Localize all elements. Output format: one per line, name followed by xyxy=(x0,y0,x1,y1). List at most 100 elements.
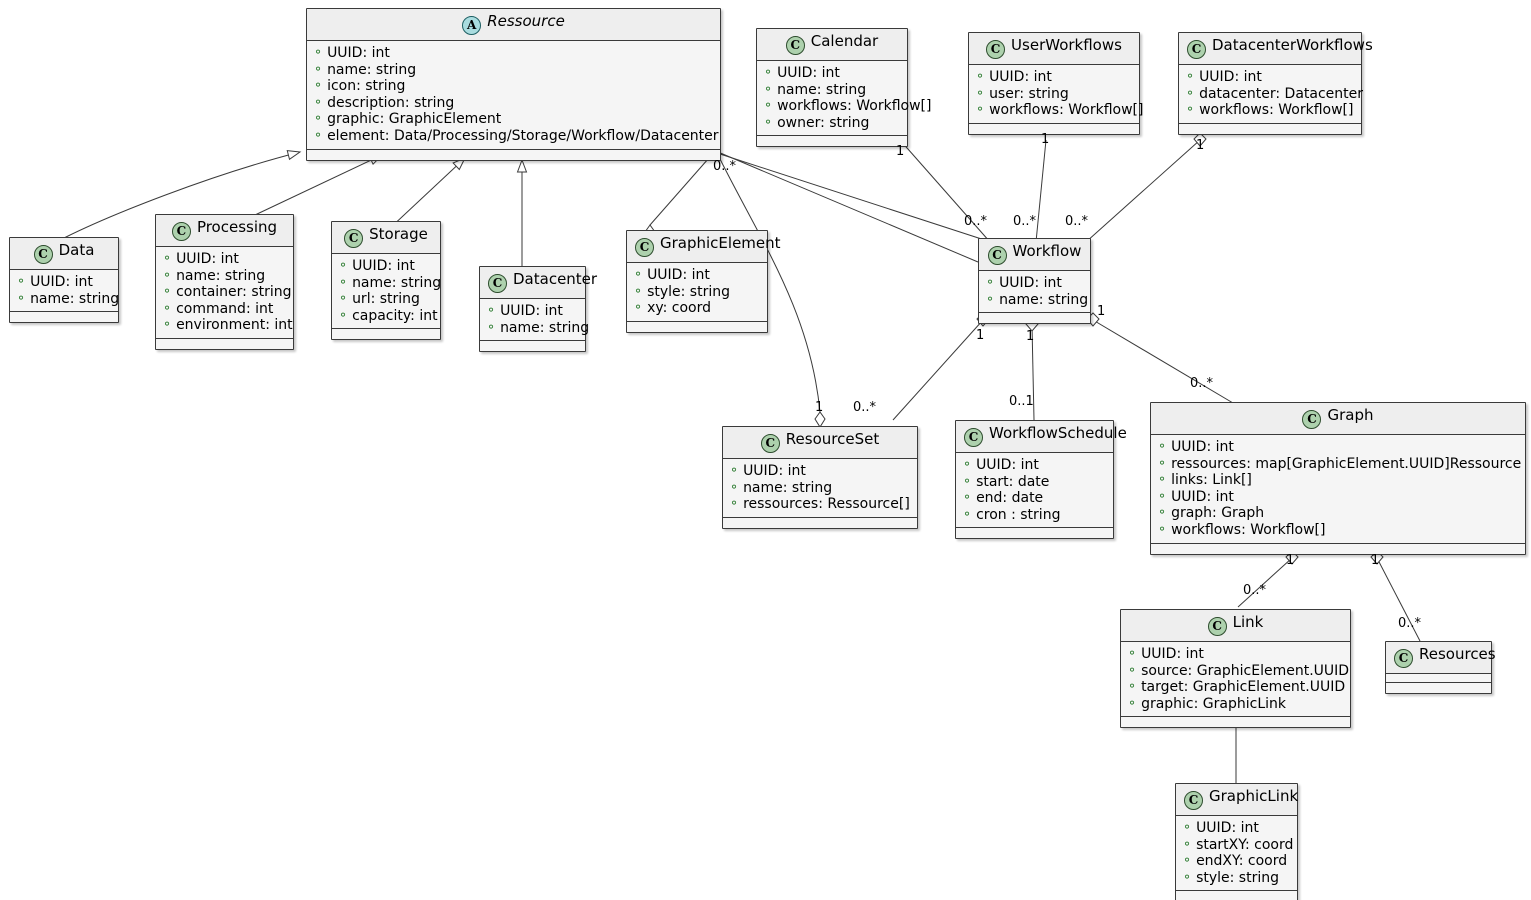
attribute-row: ⚬UUID: int xyxy=(338,258,415,274)
class-attributes-ressource: ⚬UUID: int ⚬name: string ⚬icon: string ⚬… xyxy=(307,41,720,150)
multiplicity-label: 0..* xyxy=(964,214,988,229)
class-icon: C xyxy=(635,238,654,257)
class-attributes-graphicelement: ⚬UUID: int ⚬style: string ⚬xy: coord xyxy=(627,263,767,322)
multiplicity-label: 0..* xyxy=(1243,583,1267,598)
visibility-public-icon: ⚬ xyxy=(1127,679,1138,694)
attribute-row: ⚬element: Data/Processing/Storage/Workfl… xyxy=(313,127,719,144)
class-name-workflow: Workflow xyxy=(1012,242,1082,260)
visibility-public-icon: ⚬ xyxy=(16,274,27,288)
visibility-public-icon: ⚬ xyxy=(1157,472,1168,487)
attribute-row: ⚬UUID: int xyxy=(1157,488,1234,505)
attribute-row: ⚬UUID: int xyxy=(313,45,390,61)
visibility-public-icon: ⚬ xyxy=(633,283,644,298)
attribute-row: ⚬workflows: Workflow[] xyxy=(975,102,1144,119)
attribute-row: ⚬description: string xyxy=(313,94,455,111)
visibility-public-icon: ⚬ xyxy=(763,81,774,96)
visibility-public-icon: ⚬ xyxy=(313,111,324,126)
attribute-row: ⚬UUID: int xyxy=(763,65,840,81)
class-name-datacenterworkflows: DatacenterWorkflows xyxy=(1212,36,1373,54)
class-name-data: Data xyxy=(58,241,95,259)
class-attributes-graphiclink: ⚬UUID: int ⚬startXY: coord ⚬endXY: coord… xyxy=(1176,816,1297,892)
attribute-row: ⚬links: Link[] xyxy=(1157,472,1252,489)
class-methods-storage xyxy=(332,329,440,340)
visibility-public-icon: ⚬ xyxy=(338,307,349,322)
attribute-row: ⚬name: string xyxy=(313,61,417,78)
attribute-row: ⚬style: string xyxy=(633,283,730,300)
multiplicity-label: 1 xyxy=(976,328,985,343)
attribute-row: ⚬name: string xyxy=(763,81,867,98)
abstract-class-icon: A xyxy=(462,16,482,35)
class-graphicelement[interactable]: C GraphicElement ⚬UUID: int ⚬style: strin… xyxy=(626,230,781,333)
attribute-row: ⚬workflows: Workflow[] xyxy=(1157,521,1326,538)
multiplicity-label: 0..* xyxy=(853,400,877,415)
class-methods-processing xyxy=(156,338,293,349)
visibility-public-icon: ⚬ xyxy=(1127,695,1138,710)
class-icon: C xyxy=(760,434,780,453)
visibility-public-icon: ⚬ xyxy=(1182,853,1193,868)
class-methods-graph xyxy=(1151,543,1525,554)
attribute-row: ⚬name: string xyxy=(729,479,833,496)
visibility-public-icon: ⚬ xyxy=(313,45,324,59)
visibility-public-icon: ⚬ xyxy=(16,290,27,305)
multiplicity-label: 1 xyxy=(1041,132,1050,147)
visibility-public-icon: ⚬ xyxy=(729,496,740,511)
attribute-row: ⚬name: string xyxy=(338,274,442,291)
attribute-row: ⚬end: date xyxy=(962,490,1044,507)
visibility-public-icon: ⚬ xyxy=(985,275,996,289)
attribute-row: ⚬capacity: int xyxy=(338,307,438,324)
attribute-row: ⚬style: string xyxy=(1182,869,1279,886)
visibility-public-icon: ⚬ xyxy=(763,98,774,113)
multiplicity-label: 1 xyxy=(1026,329,1035,344)
attribute-row: ⚬xy: coord xyxy=(633,300,712,317)
multiplicity-label: 0..1 xyxy=(1009,394,1034,409)
multiplicity-label: 1 xyxy=(1097,304,1106,319)
attribute-row: ⚬UUID: int xyxy=(985,275,1062,291)
attribute-row: ⚬name: string xyxy=(162,267,266,284)
attribute-row: ⚬ressources: Ressource[] xyxy=(729,496,910,513)
class-name-graphicelement: GraphicElement xyxy=(660,234,781,252)
multiplicity-label: 0..* xyxy=(713,159,737,174)
visibility-public-icon: ⚬ xyxy=(313,127,324,142)
visibility-public-icon: ⚬ xyxy=(338,291,349,306)
class-attributes-processing: ⚬UUID: int ⚬name: string ⚬container: str… xyxy=(156,247,293,339)
attribute-row: ⚬workflows: Workflow[] xyxy=(1185,102,1354,119)
multiplicity-label: 1 xyxy=(815,400,824,415)
class-icon: C xyxy=(986,40,1006,59)
visibility-public-icon: ⚬ xyxy=(1157,439,1168,453)
class-icon: C xyxy=(785,36,805,55)
visibility-public-icon: ⚬ xyxy=(313,61,324,76)
visibility-public-icon: ⚬ xyxy=(1127,662,1138,677)
visibility-public-icon: ⚬ xyxy=(313,78,324,93)
visibility-public-icon: ⚬ xyxy=(162,317,173,332)
class-name-datacenter: Datacenter xyxy=(513,270,598,288)
class-methods-userworkflows xyxy=(969,123,1139,134)
class-methods-calendar xyxy=(757,136,907,147)
visibility-public-icon: ⚬ xyxy=(962,490,973,505)
attribute-row: ⚬graphic: GraphicElement xyxy=(313,111,502,128)
multiplicity-label: 1 xyxy=(1371,553,1380,568)
multiplicity-label: 0..* xyxy=(1065,214,1089,229)
class-methods-graphicelement xyxy=(627,321,767,332)
visibility-public-icon: ⚬ xyxy=(729,479,740,494)
class-attributes-datacenterworkflows: ⚬UUID: int ⚬datacenter: Datacenter ⚬work… xyxy=(1179,65,1363,124)
